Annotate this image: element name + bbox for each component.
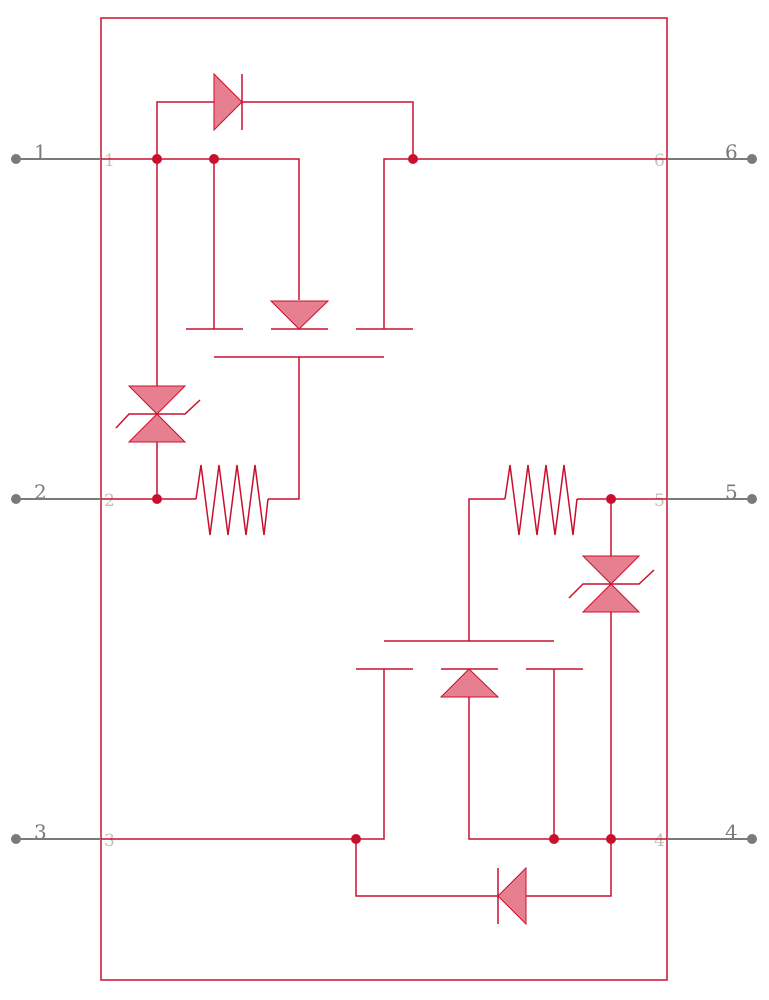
- upper-diode: [213, 72, 243, 132]
- junction-dot: [606, 834, 616, 844]
- junction-dot: [606, 494, 616, 504]
- upper-wire-pin1-drain: [101, 158, 300, 300]
- pin-2-endpoint[interactable]: [11, 494, 21, 504]
- lower-circuit: [101, 498, 667, 897]
- pin-4[interactable]: 4 4: [654, 820, 757, 851]
- junction-dot: [351, 834, 361, 844]
- upper-circuit: [101, 101, 667, 500]
- pin-2-number: 2: [34, 480, 47, 504]
- lower-wire-pin3: [101, 669, 385, 840]
- pin-1[interactable]: 1 1: [11, 140, 115, 171]
- upper-gate-resistor: [195, 464, 269, 536]
- upper-wire-gate: [268, 357, 300, 500]
- pin-5[interactable]: 5 5: [654, 480, 757, 511]
- pin-3[interactable]: 3 3: [11, 820, 115, 851]
- lower-diode: [497, 866, 527, 926]
- lower-wire-diode: [355, 839, 612, 897]
- pin-5-number: 5: [725, 480, 738, 504]
- upper-mosfet: [186, 328, 413, 358]
- pin-6-pad-label: 6: [654, 151, 665, 171]
- pin-4-number: 4: [725, 820, 738, 844]
- lower-tvs-diode: [568, 555, 655, 613]
- pin-6[interactable]: 6 6: [654, 140, 757, 171]
- pin-4-pad-label: 4: [654, 831, 665, 851]
- lower-junction-dots: [351, 494, 616, 844]
- upper-wire-diode: [156, 101, 414, 159]
- lower-wire-drain: [468, 697, 667, 840]
- pin-5-pad-label: 5: [654, 491, 665, 511]
- pin-6-endpoint[interactable]: [747, 154, 757, 164]
- pin-3-pad-label: 3: [104, 831, 115, 851]
- lower-wire-gate: [468, 498, 505, 641]
- lower-body-diode: [439, 668, 500, 698]
- pin-4-endpoint[interactable]: [747, 834, 757, 844]
- pin-1-endpoint[interactable]: [11, 154, 21, 164]
- upper-junction-dots: [152, 154, 418, 504]
- pin-2[interactable]: 2 2: [11, 480, 115, 511]
- pin-5-endpoint[interactable]: [747, 494, 757, 504]
- junction-dot: [152, 494, 162, 504]
- junction-dot: [549, 834, 559, 844]
- lower-mosfet: [356, 640, 583, 670]
- lower-gate-resistor: [504, 464, 578, 536]
- pin-1-pad-label: 1: [104, 151, 115, 171]
- pin-1-number: 1: [34, 140, 47, 164]
- junction-dot: [152, 154, 162, 164]
- junction-dot: [209, 154, 219, 164]
- pin-3-number: 3: [34, 820, 47, 844]
- upper-tvs-diode: [115, 385, 201, 443]
- pin-2-pad-label: 2: [104, 491, 115, 511]
- upper-body-diode: [269, 300, 330, 330]
- upper-wire-source: [383, 158, 667, 329]
- pin-6-number: 6: [725, 140, 738, 164]
- pin-3-endpoint[interactable]: [11, 834, 21, 844]
- junction-dot: [408, 154, 418, 164]
